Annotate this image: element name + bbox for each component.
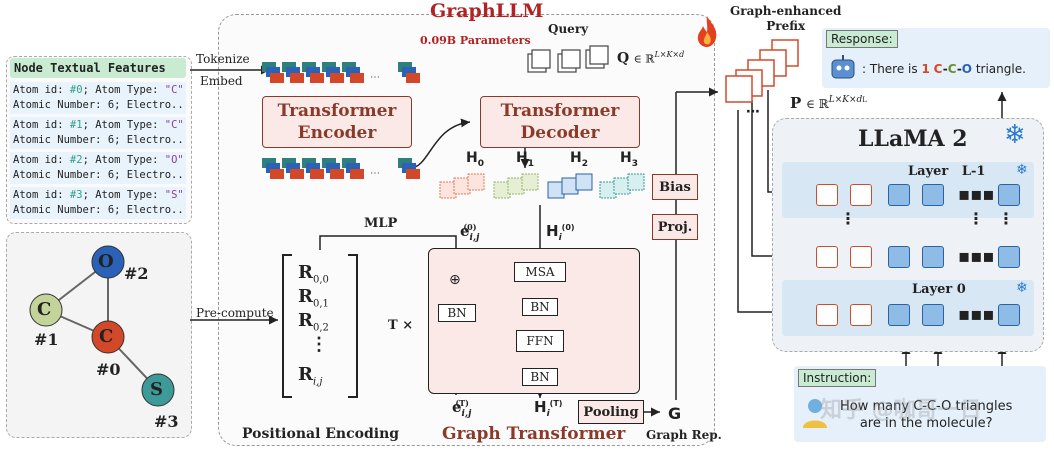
layer-bottom-prefix-token <box>850 304 872 326</box>
node-feature-0: Atom id: #0; Atom Type: "C"Atomic Number… <box>10 82 186 114</box>
svg-text:⋯: ⋯ <box>370 168 380 179</box>
node-c1-tag: #1 <box>34 330 59 349</box>
layer-bottom-text-token <box>888 304 910 326</box>
node-feature-3: Atom id: #3; Atom Type: "S"Atomic Number… <box>10 187 186 219</box>
embed-label: Embed <box>200 74 243 88</box>
layer-mid-ellipsis: ▪▪▪ <box>958 246 995 267</box>
layer-top-text-token <box>922 184 944 206</box>
layer-top-ellipsis: ▪▪▪ <box>958 184 995 205</box>
node-c0-letter: C <box>99 326 114 347</box>
positional-encoding-title: Positional Encoding <box>242 426 400 442</box>
layer-bottom-label: Layer 0 <box>912 282 966 297</box>
h0-label: H0 <box>466 150 484 169</box>
layers-vdots-3: ⋮ <box>998 209 1014 228</box>
positional-matrix: R0,0 R0,1 R0,2 ⋮ Ri,j <box>282 254 358 398</box>
layer-mid-text-token <box>888 246 910 268</box>
node-o-letter: O <box>98 251 114 272</box>
node-feature-2: Atom id: #2; Atom Type: "O"Atomic Number… <box>10 152 186 184</box>
params-label: 0.09B Parameters <box>420 34 531 47</box>
h3-label: H3 <box>620 150 638 169</box>
h-final-label: Hi(T) <box>534 398 563 419</box>
layers-vdots-2: ⋮ <box>968 209 984 228</box>
node-c1-letter: C <box>37 299 52 320</box>
graph-transformer-title: Graph Transformer <box>442 424 626 444</box>
layer-bottom-text-token <box>922 304 944 326</box>
llama-title: LLaMA 2 <box>858 126 968 152</box>
matrix-vdots: ⋮ <box>310 334 328 355</box>
node-s-letter: S <box>150 379 163 400</box>
layer-bottom-snowflake-icon: ❄ <box>1016 280 1028 296</box>
layer-top-label: Layer L-1 <box>908 164 986 179</box>
node-features-title: Node Textual Features <box>10 58 186 78</box>
graph-rep-label: Graph Rep. <box>646 428 722 442</box>
query-cubes <box>524 40 614 88</box>
query-label: Query <box>548 22 589 36</box>
tokenize-label: Tokenize <box>196 52 250 66</box>
mlp-label: MLP <box>364 216 398 231</box>
node-c0-tag: #0 <box>96 360 121 379</box>
rij: Ri,j <box>298 364 323 388</box>
layer-mid-prefix-token <box>816 246 838 268</box>
layer-bottom-text-token <box>998 304 1020 326</box>
node-s-tag: #3 <box>154 412 179 431</box>
layer-mid-text-token <box>998 246 1020 268</box>
layer-mid-text-token <box>922 246 944 268</box>
prefix-formula: P ∈ ℝL×K×dL <box>790 94 867 112</box>
svg-text:⋯: ⋯ <box>370 72 380 83</box>
proj-box: Proj. <box>652 214 698 240</box>
e-init-label: ei,j(0) <box>460 222 480 243</box>
g-label: G <box>668 404 682 423</box>
layer-top-prefix-token <box>850 184 872 206</box>
e-final-label: ei,j(T) <box>452 398 472 419</box>
molecule-graph <box>29 245 175 407</box>
t-times-label: T × <box>388 318 414 333</box>
bn-bottom-box: BN <box>522 368 558 386</box>
h2-label: H2 <box>570 150 588 169</box>
msa-box: MSA <box>514 262 566 282</box>
add-symbol: ⊕ <box>449 272 461 288</box>
layer-bottom-prefix-token <box>816 304 838 326</box>
h1-label: H1 <box>516 150 534 169</box>
prefix-cubes <box>722 36 812 110</box>
encoder-input-tokens: ⋯ <box>258 62 428 86</box>
h-cube-groups <box>436 170 648 214</box>
snowflake-icon: ❄ <box>1004 120 1026 150</box>
r01: R0,1 <box>298 286 329 310</box>
instruction-tag: Instruction: <box>798 369 877 387</box>
layer-top-text-token <box>998 184 1020 206</box>
prefix-ellipsis: ⋯ <box>746 104 760 120</box>
precompute-label: Pre-compute <box>196 306 274 320</box>
r02: R0,2 <box>298 310 329 334</box>
layer-top-prefix-token <box>816 184 838 206</box>
watermark: 知乎 @咖哥一日 <box>820 398 982 423</box>
query-formula: Q ∈ ℝL×K×d <box>617 50 685 67</box>
r00: R0,0 <box>298 262 329 286</box>
layers-vdots: ⋮ <box>840 209 856 228</box>
bn-mid-box: BN <box>522 298 558 316</box>
user-icon <box>800 396 830 434</box>
ffn-box: FFN <box>516 330 564 352</box>
h-init-label: Hi(0) <box>546 222 575 243</box>
fire-icon <box>694 14 720 52</box>
layer-bottom-ellipsis: ▪▪▪ <box>958 304 995 325</box>
layer-mid-prefix-token <box>850 246 872 268</box>
bias-box: Bias <box>652 174 698 200</box>
robot-icon <box>828 54 858 86</box>
encoder-output-tokens: ⋯ <box>258 158 428 182</box>
layer-top-snowflake-icon: ❄ <box>1016 162 1028 178</box>
response-tag: Response: <box>826 30 898 48</box>
response-text: : There is 1 C-C-O triangle. <box>862 62 1026 76</box>
graphllm-title: GraphLLM <box>430 0 544 22</box>
node-o-tag: #2 <box>124 264 149 283</box>
bn-left-box: BN <box>438 304 476 322</box>
node-feature-1: Atom id: #1; Atom Type: "C"Atomic Number… <box>10 117 186 149</box>
pooling-box: Pooling <box>578 400 644 424</box>
layer-top-text-token <box>888 184 910 206</box>
